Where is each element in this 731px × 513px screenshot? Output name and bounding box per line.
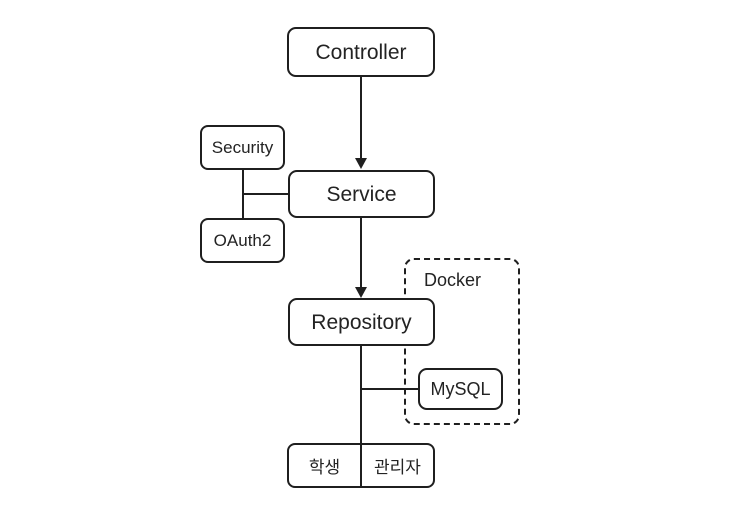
arrowhead-service-to-repository <box>355 287 367 298</box>
role-divider <box>360 445 362 486</box>
node-service-label: Service <box>326 182 397 206</box>
edge-repository-to-mysql <box>361 388 419 390</box>
edge-repository-to-roles <box>360 346 362 443</box>
node-controller[interactable]: Controller <box>287 27 435 77</box>
docker-group-label: Docker <box>424 270 482 290</box>
node-service[interactable]: Service <box>288 170 435 218</box>
node-mysql-label: MySQL <box>430 379 491 399</box>
role-cell-student-label: 학생 <box>308 458 341 477</box>
edge-service-to-repository <box>360 218 362 287</box>
arrowhead-controller-to-service <box>355 158 367 169</box>
role-cell-admin[interactable]: 관리자 <box>362 445 433 486</box>
edge-controller-to-service <box>360 77 362 159</box>
node-repository[interactable]: Repository <box>288 298 435 346</box>
role-cell-admin-label: 관리자 <box>374 458 421 477</box>
node-roles-box[interactable]: 학생 관리자 <box>287 443 435 488</box>
node-controller-label: Controller <box>315 40 407 64</box>
node-oauth2[interactable]: OAuth2 <box>200 218 285 263</box>
node-security[interactable]: Security <box>200 125 285 170</box>
role-cell-student[interactable]: 학생 <box>289 445 360 486</box>
node-oauth2-label: OAuth2 <box>213 231 272 250</box>
node-mysql[interactable]: MySQL <box>418 368 503 410</box>
node-security-label: Security <box>211 138 274 157</box>
node-repository-label: Repository <box>311 310 412 334</box>
edge-security-to-service <box>243 193 289 195</box>
